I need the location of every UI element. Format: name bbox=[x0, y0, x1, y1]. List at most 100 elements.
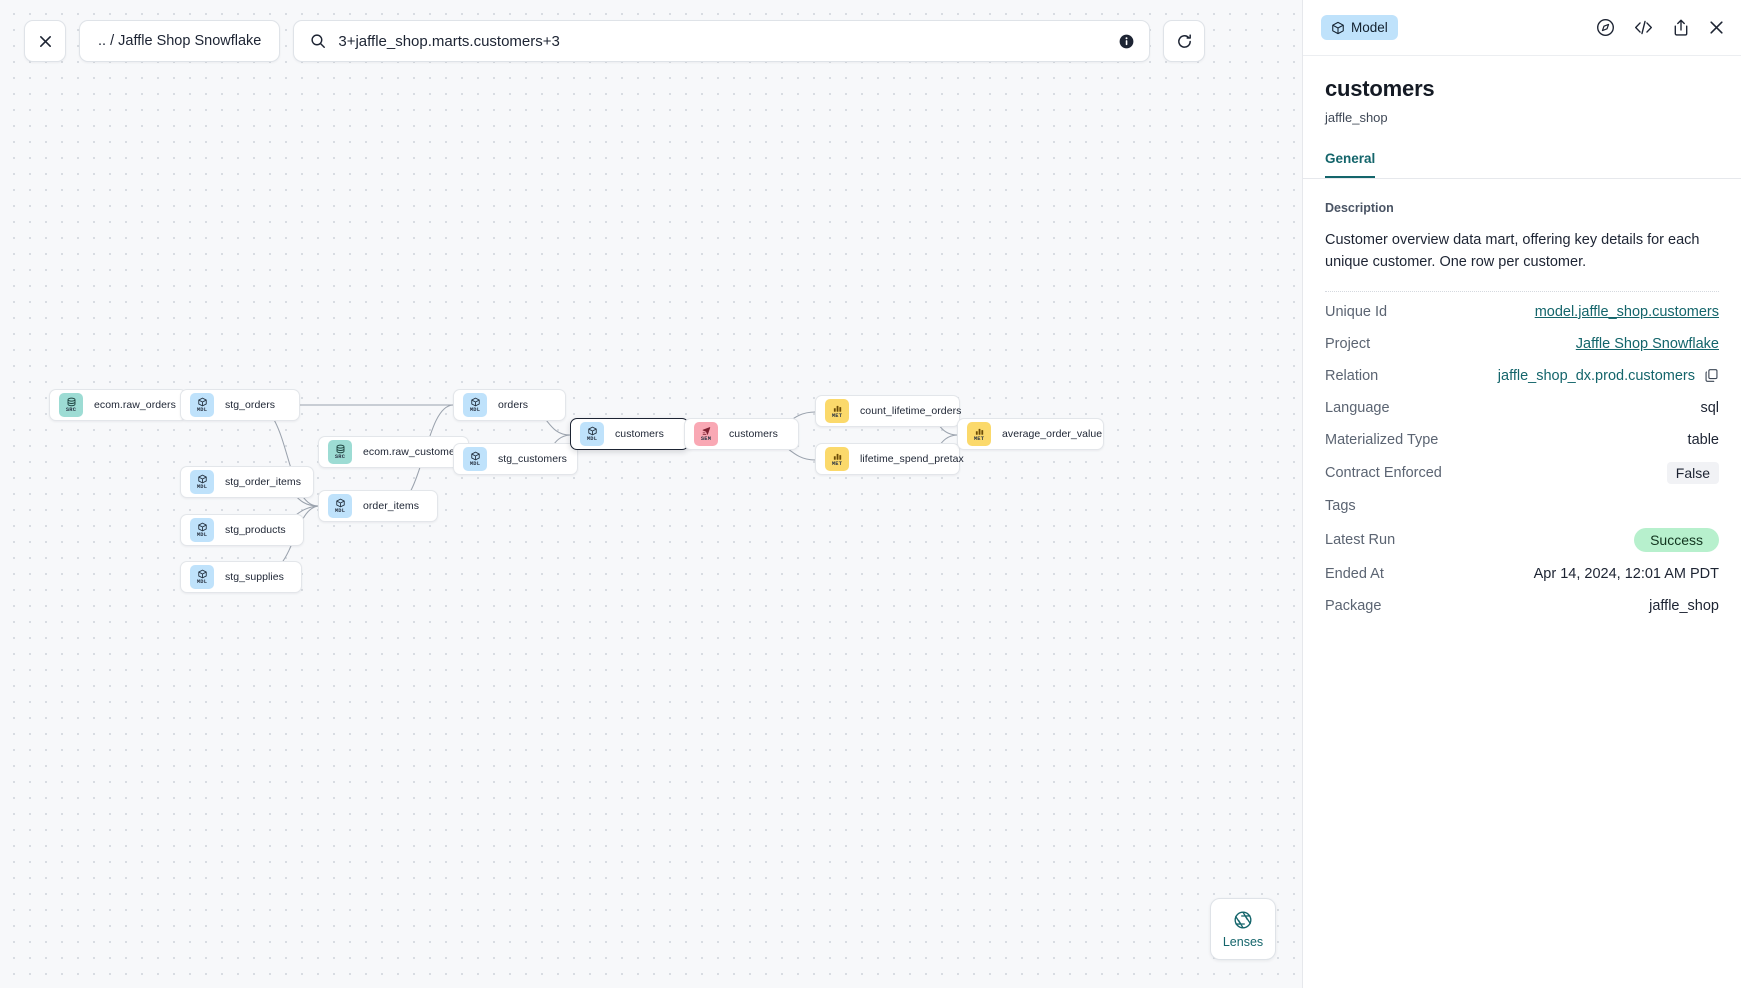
lineage-node-label: count_lifetime_orders bbox=[860, 405, 962, 417]
lineage-search[interactable] bbox=[293, 20, 1151, 62]
lineage-node-count_lifetime_orders[interactable]: MET count_lifetime_orders bbox=[815, 395, 962, 427]
field-row: Latest Run Success bbox=[1325, 522, 1719, 558]
field-key: Tags bbox=[1325, 497, 1356, 514]
description-text: Customer overview data mart, offering ke… bbox=[1325, 232, 1700, 271]
panel-header: customers jaffle_shop bbox=[1303, 56, 1741, 125]
lineage-node-stg_products[interactable]: MDL stg_products bbox=[180, 514, 304, 546]
close-icon bbox=[39, 35, 51, 47]
field-row: Unique Id model.jaffle_shop.customers bbox=[1325, 296, 1719, 328]
copy-icon[interactable] bbox=[1704, 368, 1719, 383]
close-panel-icon[interactable] bbox=[1708, 19, 1725, 36]
field-value: table bbox=[1687, 431, 1719, 448]
field-row: Project Jaffle Shop Snowflake bbox=[1325, 328, 1719, 360]
lineage-node-label: ecom.raw_customers bbox=[363, 446, 464, 458]
field-value[interactable]: model.jaffle_shop.customers bbox=[1534, 303, 1719, 320]
aperture-icon bbox=[1234, 910, 1252, 929]
lineage-canvas[interactable]: .. / Jaffle Shop Snowflake bbox=[0, 0, 1302, 988]
mdl-badge-icon: MDL bbox=[190, 518, 214, 542]
lineage-node-stg_customers[interactable]: MDL stg_customers bbox=[453, 443, 578, 475]
breadcrumb-label: .. / Jaffle Shop Snowflake bbox=[98, 33, 262, 49]
met-badge-icon: MET bbox=[825, 447, 849, 471]
field-key: Package bbox=[1325, 597, 1382, 614]
field-key: Project bbox=[1325, 335, 1371, 352]
lineage-node-label: stg_orders bbox=[225, 399, 276, 411]
lineage-node-orders[interactable]: MDL orders bbox=[453, 389, 566, 421]
src-badge-icon: SRC bbox=[59, 393, 83, 417]
description-label: Description bbox=[1325, 201, 1394, 215]
search-icon bbox=[311, 34, 326, 48]
sem-badge-icon: SEM bbox=[694, 422, 718, 446]
info-icon[interactable] bbox=[1118, 33, 1135, 50]
met-badge-icon: MET bbox=[967, 422, 991, 446]
mdl-badge-icon: MDL bbox=[190, 393, 214, 417]
field-key: Unique Id bbox=[1325, 303, 1388, 320]
field-value-wrap: False bbox=[1666, 461, 1719, 484]
tab-general[interactable]: General bbox=[1325, 151, 1376, 178]
panel-tabs: General bbox=[1303, 151, 1741, 179]
mdl-badge-icon: MDL bbox=[190, 470, 214, 494]
explore-icon[interactable] bbox=[1596, 18, 1615, 37]
lineage-node-label: stg_products bbox=[225, 524, 286, 536]
lineage-node-label: order_items bbox=[363, 500, 419, 512]
refresh-button[interactable] bbox=[1163, 20, 1206, 62]
lineage-node-label: customers bbox=[615, 428, 664, 440]
lineage-node-stg_orders[interactable]: MDL stg_orders bbox=[180, 389, 300, 421]
node-type-label: Model bbox=[1351, 20, 1388, 35]
lineage-node-label: stg_order_items bbox=[225, 476, 302, 488]
lineage-node-label: stg_customers bbox=[498, 453, 567, 465]
met-badge-icon: MET bbox=[825, 399, 849, 423]
field-row: Contract Enforced False bbox=[1325, 456, 1719, 490]
canvas-toolbar: .. / Jaffle Shop Snowflake bbox=[24, 20, 1206, 62]
field-key: Materialized Type bbox=[1325, 431, 1439, 448]
lineage-node-ecom_raw_orders[interactable]: SRC ecom.raw_orders bbox=[49, 389, 187, 421]
node-type-chip[interactable]: Model bbox=[1321, 15, 1398, 40]
field-value: Apr 14, 2024, 12:01 AM PDT bbox=[1533, 565, 1719, 582]
code-icon[interactable] bbox=[1633, 18, 1654, 37]
field-value-wrap: Apr 14, 2024, 12:01 AM PDT bbox=[1534, 566, 1719, 582]
close-lineage-button[interactable] bbox=[24, 20, 66, 62]
breadcrumb[interactable]: .. / Jaffle Shop Snowflake bbox=[79, 20, 281, 62]
lenses-button[interactable]: Lenses bbox=[1210, 898, 1276, 960]
field-row: Tags bbox=[1325, 490, 1719, 522]
field-key: Latest Run bbox=[1325, 531, 1396, 548]
field-value: sql bbox=[1700, 399, 1719, 416]
search-input[interactable] bbox=[338, 32, 1107, 50]
lineage-node-label: lifetime_spend_pretax bbox=[860, 453, 964, 465]
lineage-node-label: customers bbox=[729, 428, 778, 440]
field-value-wrap: jaffle_shop_dx.prod.customers bbox=[1498, 368, 1719, 384]
panel-subtitle: jaffle_shop bbox=[1325, 110, 1388, 125]
field-row: Language sql bbox=[1325, 392, 1719, 424]
mdl-badge-icon: MDL bbox=[463, 393, 487, 417]
field-value-wrap: jaffle_shop bbox=[1649, 598, 1719, 614]
field-key: Language bbox=[1325, 399, 1390, 416]
field-key: Contract Enforced bbox=[1325, 464, 1442, 481]
field-value: jaffle_shop bbox=[1649, 597, 1719, 614]
lineage-node-order_items[interactable]: MDL order_items bbox=[318, 490, 438, 522]
field-row: Materialized Type table bbox=[1325, 424, 1719, 456]
lineage-node-customers_semantic[interactable]: SEM customers bbox=[684, 418, 799, 450]
field-value-wrap: sql bbox=[1700, 400, 1719, 416]
lineage-node-label: orders bbox=[498, 399, 529, 411]
lineage-node-label: ecom.raw_orders bbox=[94, 399, 176, 411]
field-value[interactable]: Jaffle Shop Snowflake bbox=[1575, 335, 1719, 352]
mdl-badge-icon: MDL bbox=[463, 447, 487, 471]
details-panel: Model bbox=[1302, 0, 1741, 988]
lineage-node-lifetime_spend_pretax[interactable]: MET lifetime_spend_pretax bbox=[815, 443, 964, 475]
field-value-wrap: Success bbox=[1634, 527, 1719, 552]
mdl-badge-icon: MDL bbox=[190, 565, 214, 589]
share-icon[interactable] bbox=[1672, 18, 1690, 37]
field-value: False bbox=[1666, 461, 1719, 484]
lineage-node-stg_order_items[interactable]: MDL stg_order_items bbox=[180, 466, 314, 498]
mdl-badge-icon: MDL bbox=[328, 494, 352, 518]
field-value-wrap: table bbox=[1688, 432, 1719, 448]
field-value: jaffle_shop_dx.prod.customers bbox=[1497, 367, 1695, 384]
lenses-label: Lenses bbox=[1222, 934, 1264, 949]
